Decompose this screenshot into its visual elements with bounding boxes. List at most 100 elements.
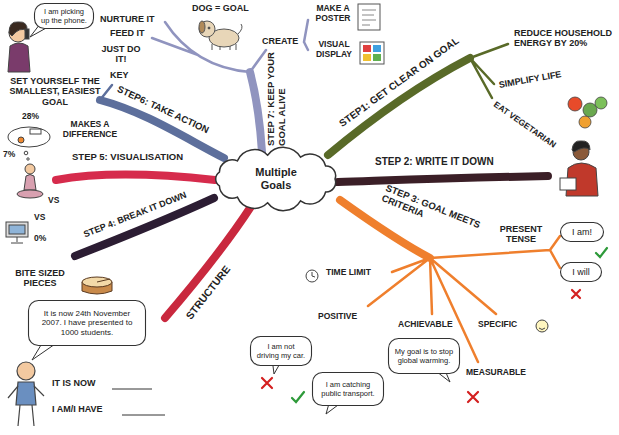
branch-label: POSITIVE: [318, 312, 357, 322]
branch-label: TIME LIMIT: [326, 268, 371, 278]
poster-icon: [373, 45, 381, 52]
branch: [100, 85, 112, 100]
label-text: STEP 5: VISUALISATION: [72, 151, 183, 162]
branch: [338, 176, 548, 182]
cloud-title: Multiple Goals: [241, 166, 311, 192]
basketball-thought: [27, 158, 29, 160]
branch-label: JUST DO IT!: [100, 44, 142, 65]
branch-label: IT IS NOW: [52, 378, 96, 388]
branch-label: ACHIEVABLE: [398, 320, 453, 330]
dog-drawing: [238, 24, 242, 34]
cross-mark: [572, 290, 580, 298]
phone-woman: [8, 43, 30, 72]
meditating-person: [17, 164, 43, 198]
meditating-person: [25, 164, 35, 174]
cake-drawing: [82, 277, 112, 294]
branch-label: SPECIFIC: [478, 320, 517, 330]
label-text: JUST DO IT!: [101, 44, 140, 64]
bubble-shape: [29, 301, 146, 346]
branch-label: VS: [48, 196, 59, 206]
branch-label: VS: [34, 213, 45, 223]
vegetables: [579, 116, 591, 128]
clock-icon: [306, 270, 318, 282]
branch-label: SET YOURSELF THE SMALLEST, EASIEST GOAL: [4, 76, 106, 107]
poster-icon: [358, 4, 380, 30]
branch-label: DOG = GOAL: [192, 3, 249, 13]
label-text: POSITIVE: [318, 311, 357, 321]
branch-label: CREATE: [262, 36, 298, 46]
writing-woman: [560, 141, 598, 196]
branch-label: STEP 5: VISUALISATION: [72, 152, 183, 163]
label-text: 7%: [3, 149, 15, 159]
branch-label: I AM/I HAVE: [52, 404, 103, 414]
branch-label: KEY: [110, 70, 129, 80]
cloud-shape: [216, 147, 336, 210]
label-text: STEP 7: KEEP YOUR GOAL ALIVE: [265, 52, 287, 146]
branch-label: MEASURABLE: [466, 368, 526, 378]
check-mark: [596, 248, 607, 257]
meditating-person: [17, 190, 43, 198]
poster-icon: [363, 54, 371, 61]
bubble-text: I am picking up the phone.: [40, 7, 88, 25]
poster-icon: [362, 10, 376, 25]
label-text: NURTURE IT: [100, 14, 155, 24]
bubble-shape: [561, 263, 602, 282]
label-text: VS: [48, 195, 59, 205]
branch: [56, 175, 215, 180]
branch-label: PRESENT TENSE: [495, 224, 547, 245]
dog-drawing: [199, 21, 205, 33]
branch-label: BITE SIZED PIECES: [4, 268, 76, 289]
label-text: REDUCE HOUSEHOLD ENERGY BY 20%: [514, 28, 612, 48]
branch-label: NURTURE IT: [100, 14, 155, 24]
computer-icon: [6, 222, 28, 237]
branch-label: 0%: [34, 234, 46, 244]
dog-drawing: [199, 21, 242, 50]
poster-icon: [363, 45, 371, 52]
basketball-thought: [30, 129, 41, 134]
standing-figure: [16, 382, 36, 405]
label-text: MEASURABLE: [466, 367, 526, 377]
label-text: SET YOURSELF THE SMALLEST, EASIEST GOAL: [9, 76, 100, 107]
blank-line: [112, 389, 165, 415]
label-text: PRESENT TENSE: [500, 224, 543, 244]
phone-woman: [9, 22, 27, 36]
label-text: CREATE: [262, 36, 298, 46]
standing-figure: [17, 362, 35, 380]
branch-label: SIMPLIFY LIFE: [498, 69, 562, 90]
label-text: VS: [34, 212, 45, 222]
basketball-thought: [18, 137, 24, 143]
clock-icon: [312, 272, 315, 277]
branch-label: REDUCE HOUSEHOLD ENERGY BY 20%: [514, 28, 614, 49]
label-text: TIME LIMIT: [326, 267, 371, 277]
cross-mark: [262, 378, 272, 388]
label-text: SPECIFIC: [478, 319, 517, 329]
label-text: BITE SIZED PIECES: [15, 268, 65, 288]
check-mark: [292, 392, 304, 402]
branch: [165, 205, 252, 318]
poster-icon: [358, 4, 384, 64]
cake-drawing: [97, 279, 110, 282]
branch: [152, 20, 308, 72]
bubble-shape: [35, 4, 94, 29]
branch-label: STEP 2: WRITE IT DOWN: [375, 156, 494, 168]
label-text: 28%: [22, 111, 39, 121]
speech-bubble: My goal is to stop global warming.: [388, 338, 460, 374]
smiley-face: [536, 320, 548, 332]
speech-bubble: It is now 24th November 2007. I have pre…: [28, 300, 146, 346]
label-text: 0%: [34, 233, 46, 243]
dog-drawing: [208, 27, 210, 29]
standing-figure: [8, 362, 44, 426]
dog-drawing: [199, 21, 215, 37]
label-text: FEED IT: [110, 28, 145, 38]
label-text: EAT VEGETARIAN: [492, 99, 558, 150]
clock-icon: [306, 270, 318, 282]
basketball-thought: [24, 151, 28, 155]
smiley-face: [536, 320, 548, 332]
label-text: ACHIEVABLE: [398, 319, 453, 329]
cake-drawing: [82, 277, 112, 287]
speech-bubble: I am picking up the phone.: [34, 3, 94, 29]
label-text: STEP 3: GOAL MEETS CRITERIA: [380, 182, 482, 230]
branch-label: MAKES A DIFFERENCE: [58, 120, 122, 140]
branch-label: STEP1: GET CLEAR ON GOAL: [337, 35, 461, 130]
